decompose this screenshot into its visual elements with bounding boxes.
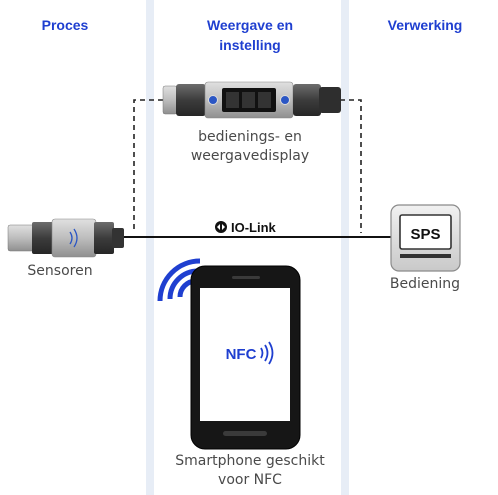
column-header-processing: Verwerking (387, 17, 463, 33)
column-divider-left (146, 0, 154, 495)
column-header-display-setting: Weergave en instelling (170, 15, 330, 55)
sps-icon (390, 204, 461, 272)
nfc-screen-label: NFC (226, 346, 257, 363)
phone-label: Smartphone geschikt voor NFC (160, 452, 340, 490)
column-header-display-line2: instelling (219, 37, 281, 53)
digit-2 (242, 92, 255, 108)
dashed-link-left (133, 99, 163, 233)
dashed-link-right (340, 99, 362, 233)
sensors-label: Sensoren (27, 263, 93, 279)
digit-1 (226, 92, 239, 108)
display-label: bedienings- en weergavedisplay (180, 128, 320, 166)
display-button-right (280, 95, 290, 105)
sensor-device (7, 218, 124, 258)
digit-3 (258, 92, 271, 108)
phone-label-line2: voor NFC (218, 472, 282, 488)
display-button-left (208, 95, 218, 105)
display-label-line1: bedienings- en (198, 129, 302, 145)
column-header-process: Proces (41, 17, 89, 33)
sps-label: SPS (410, 226, 440, 243)
column-divider-right (341, 0, 349, 495)
io-link-label: IO-Link (231, 220, 277, 235)
display-device (162, 81, 341, 119)
smartphone (190, 265, 301, 450)
display-label-line2: weergavedisplay (190, 148, 310, 164)
column-header-display-line1: Weergave en (206, 17, 294, 33)
io-link-logo (194, 220, 310, 234)
nfc-screen-waves-icon (260, 341, 274, 365)
control-label: Bediening (389, 276, 461, 292)
phone-label-line1: Smartphone geschikt (175, 453, 325, 469)
